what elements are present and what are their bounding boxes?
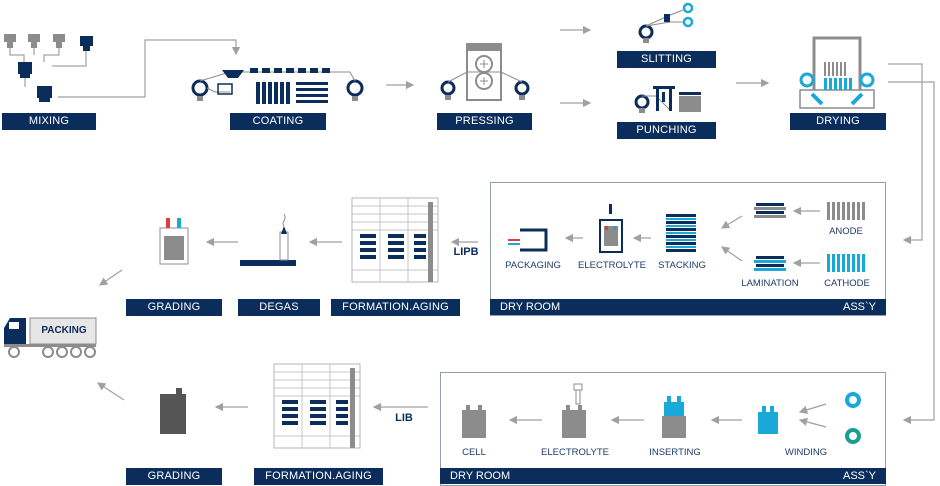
formation-rack-lib-icon [273, 363, 361, 449]
electrolyte-lipb-icon [599, 204, 623, 253]
lib-dry-room-label: DRY ROOM [450, 470, 511, 482]
packing-truck-icon [4, 317, 97, 358]
arrow-anode-to-stacking [720, 215, 743, 229]
lib-dry-room-bar: DRY ROOM ASS`Y [440, 468, 886, 484]
mixing-icon [4, 34, 93, 102]
inserting-icon [662, 396, 686, 438]
lipb-tag: LIPB [453, 246, 479, 258]
stage-label-formation-lib: FORMATION.AGING [254, 468, 383, 485]
lamination-icon [754, 256, 786, 271]
cathode-icon [827, 254, 865, 272]
lipb-dry-room-panel [490, 182, 886, 316]
cell-label: CELL [462, 447, 486, 458]
winding-label: WINDING [784, 447, 828, 458]
anode-icon [827, 202, 865, 220]
inserting-label: INSERTING [649, 447, 701, 458]
stage-label-pressing: PRESSING [437, 113, 532, 130]
cathode-label: CATHODE [824, 278, 870, 289]
packing-label: PACKING [41, 325, 87, 336]
coating-icon [191, 68, 364, 104]
stage-label-grading-lib: GRADING [126, 468, 222, 485]
winding-icon [758, 406, 778, 434]
coil-bottom-icon [845, 428, 861, 444]
anode-stack-icon [754, 203, 786, 218]
packaging-icon [508, 228, 548, 252]
packaging-label: PACKAGING [505, 260, 561, 271]
arrow-grading-to-packing-lib [96, 382, 125, 401]
stage-label-slitting: SLITTING [617, 51, 716, 68]
cell-icon [462, 405, 486, 438]
stage-label-coating: COATING [230, 113, 326, 130]
formation-rack-lipb-icon [351, 197, 439, 283]
stacking-label: STACKING [658, 260, 706, 271]
arrow-grading-to-packing [99, 269, 123, 286]
pressing-icon [440, 43, 530, 101]
grading-lipb-icon [159, 218, 189, 265]
electrolyte-lipb-label: ELECTROLYTE [578, 260, 646, 271]
electrolyte-lib-label: ELECTROLYTE [541, 447, 609, 458]
lamination-label: LAMINATION [741, 278, 799, 289]
stage-label-degas: DEGAS [238, 299, 320, 316]
stage-label-drying: DRYING [790, 113, 886, 130]
arrow-mixing-to-coating [58, 39, 241, 98]
arrow-lamination-to-stacking [721, 246, 743, 262]
grading-lib-icon [160, 388, 186, 434]
stage-label-mixing: MIXING [2, 113, 96, 130]
arrow-drying-to-lib [888, 81, 935, 425]
stage-label-formation-lipb: FORMATION.AGING [331, 299, 460, 316]
arrow-coil2-to-winding [798, 417, 827, 428]
coil-top-icon [845, 392, 861, 408]
electrolyte-lib-icon [562, 383, 586, 438]
drying-icon [799, 36, 875, 109]
slitting-icon [638, 2, 694, 43]
lipb-assy-label: ASS`Y [842, 301, 876, 313]
arrow-drying-to-lipb [888, 63, 923, 245]
lipb-dry-room-label: DRY ROOM [500, 301, 561, 313]
punching-icon [634, 86, 701, 113]
stage-label-punching: PUNCHING [617, 122, 716, 139]
flow-arrows [58, 25, 935, 428]
stacking-icon [666, 214, 696, 252]
stage-label-grading-lipb: GRADING [126, 299, 222, 316]
lipb-dry-room-bar: DRY ROOM ASS`Y [490, 299, 886, 315]
arrow-coil1-to-winding [798, 403, 827, 414]
anode-label: ANODE [829, 226, 863, 237]
lib-assy-label: ASS`Y [842, 470, 876, 482]
lib-tag: LIB [395, 412, 413, 424]
degas-icon [240, 213, 296, 266]
